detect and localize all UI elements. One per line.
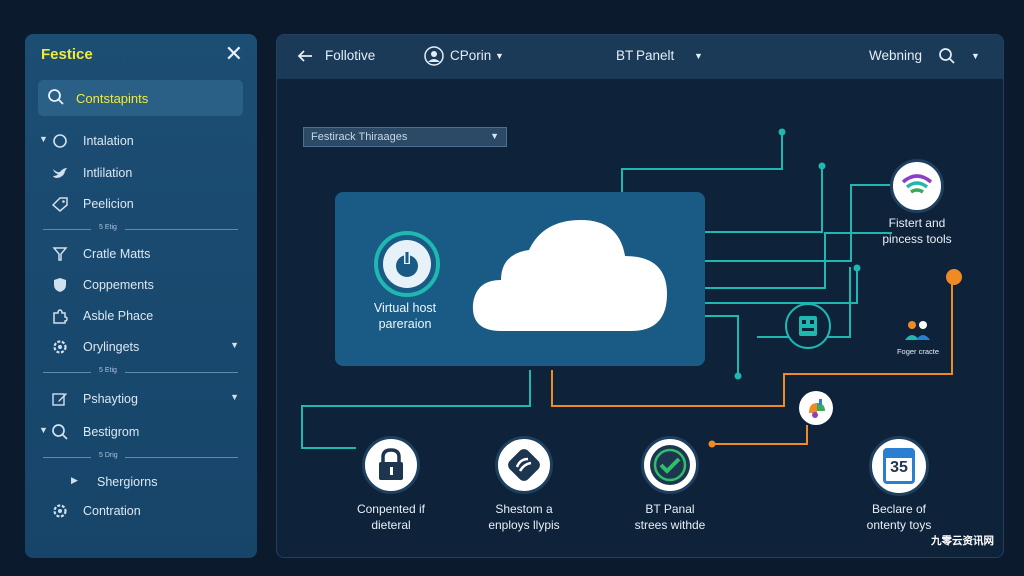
cloud-card[interactable]: Virtual host pareraion [335, 192, 705, 366]
sidebar: Festice ✕ Contstapints ▼ Intalation Intl… [25, 34, 257, 558]
sidebar-divider: 5 Drig [43, 452, 238, 462]
robot-icon [799, 316, 817, 336]
puzzle-icon [53, 309, 68, 324]
caret-down-icon: ▼ [39, 134, 48, 144]
wifi-icon [901, 174, 933, 194]
connection-lines [301, 128, 962, 449]
close-icon[interactable]: ✕ [224, 41, 243, 66]
back-label[interactable]: Follotive [325, 48, 376, 63]
user-label[interactable]: CPorin [450, 48, 492, 63]
sidebar-item-peelicion[interactable]: Peelicion [39, 193, 245, 217]
apps-node[interactable] [799, 391, 833, 425]
shield-node-label: Shestom a enploys llypis [488, 502, 560, 532]
cloud-label: Virtual host pareraion [373, 301, 437, 331]
sidebar-item-label: Bestigrom [83, 425, 140, 439]
calendar-node[interactable]: 35 [869, 436, 929, 496]
shield-icon [508, 449, 540, 481]
sidebar-divider: 5 Etig [43, 367, 238, 377]
gear-icon [53, 340, 67, 354]
cloud-icon [472, 220, 667, 331]
caret-down-icon: ▼ [39, 425, 48, 435]
sidebar-item-label: Shergiorns [97, 475, 158, 489]
wifi-node-label: Fistert and pincess tools [882, 216, 952, 246]
sidebar-item-coppements[interactable]: Coppements [39, 274, 245, 298]
caret-right-icon: ▶ [71, 475, 78, 485]
sidebar-item-asble-phace[interactable]: Asble Phace [39, 305, 245, 329]
sidebar-item-intalation[interactable]: ▼ Intalation [39, 130, 245, 154]
top-bar: Follotive CPorin ▼ BT Panelt ▼ Webning ▼ [277, 35, 1003, 79]
check-node-label: BT Panal strees withde [634, 502, 706, 532]
sidebar-item-bestigrom[interactable]: ▼ Bestigrom [39, 421, 245, 445]
chevron-down-icon[interactable]: ▼ [694, 51, 703, 61]
panel-label[interactable]: Panelt [636, 48, 675, 63]
sidebar-divider: 5 Etig [43, 224, 238, 234]
search-label: Contstapints [76, 91, 149, 106]
calendar-number: 35 [890, 459, 908, 476]
sidebar-title: Festice [41, 46, 93, 63]
sidebar-item-label: Orylingets [83, 340, 140, 354]
panel-prefix: BT [616, 48, 634, 63]
people-node-label: Foger cracte [896, 347, 940, 356]
search-icon[interactable] [937, 46, 957, 66]
image-dropdown[interactable]: Festirack Thiraages ▼ [303, 127, 507, 147]
sidebar-item-pshaytiog[interactable]: Pshaytiog ▼ [39, 388, 245, 412]
power-icon [374, 231, 440, 297]
tag-icon [51, 197, 68, 212]
shield-node[interactable] [495, 436, 553, 494]
search-bar[interactable]: Contstapints [38, 80, 243, 116]
sidebar-item-label: Intalation [83, 134, 134, 148]
chevron-down-icon: ▼ [230, 392, 239, 402]
check-icon [650, 445, 690, 485]
sidebar-item-label: Asble Phace [83, 309, 154, 323]
dropdown-label: Festirack Thiraages [311, 131, 408, 143]
sidebar-item-intlilation[interactable]: Intlilation [39, 162, 245, 186]
sidebar-item-cratle-matts[interactable]: Cratle Matts [39, 243, 245, 267]
sidebar-item-contration[interactable]: Contration [39, 500, 245, 524]
chevron-down-icon: ▼ [490, 131, 499, 141]
sidebar-item-label: Peelicion [83, 197, 134, 211]
back-arrow-icon[interactable] [295, 46, 315, 66]
robot-node[interactable] [785, 303, 831, 349]
right-label[interactable]: Webning [869, 48, 923, 63]
calendar-icon: 35 [883, 448, 915, 484]
avatar-icon[interactable] [424, 46, 444, 66]
lock-node[interactable] [362, 436, 420, 494]
shield-icon [54, 278, 66, 292]
sidebar-item-label: Intlilation [83, 166, 133, 180]
sidebar-item-label: Pshaytiog [83, 392, 138, 406]
wifi-node[interactable] [890, 159, 944, 213]
sidebar-item-label: Coppements [83, 278, 154, 292]
sidebar-item-orylingets[interactable]: Orylingets ▼ [39, 336, 245, 360]
search-icon [48, 89, 64, 105]
chevron-down-icon: ▼ [230, 340, 239, 350]
circle-icon [53, 134, 67, 148]
edit-icon [52, 393, 67, 406]
apps-icon [809, 399, 825, 418]
funnel-icon [52, 247, 68, 261]
check-node[interactable] [641, 436, 699, 494]
sidebar-item-label: Contration [83, 504, 141, 518]
chevron-down-icon[interactable]: ▼ [971, 51, 980, 61]
gear-icon [53, 504, 67, 518]
lock-node-label: Conpented if dieteral [356, 502, 426, 532]
people-icon [905, 321, 930, 340]
bird-icon [53, 168, 67, 178]
watermark: 九零云资讯网 [931, 535, 994, 547]
main-panel: Follotive CPorin ▼ BT Panelt ▼ Webning ▼… [276, 34, 1004, 558]
calendar-node-label: Beclare of ontenty toys [866, 502, 932, 532]
chevron-down-icon[interactable]: ▼ [495, 51, 504, 61]
sidebar-item-shergiorns[interactable]: ▶ Shergiorns [39, 471, 245, 495]
sidebar-item-label: Cratle Matts [83, 247, 151, 261]
search-icon [52, 424, 68, 440]
lock-icon [379, 448, 403, 480]
